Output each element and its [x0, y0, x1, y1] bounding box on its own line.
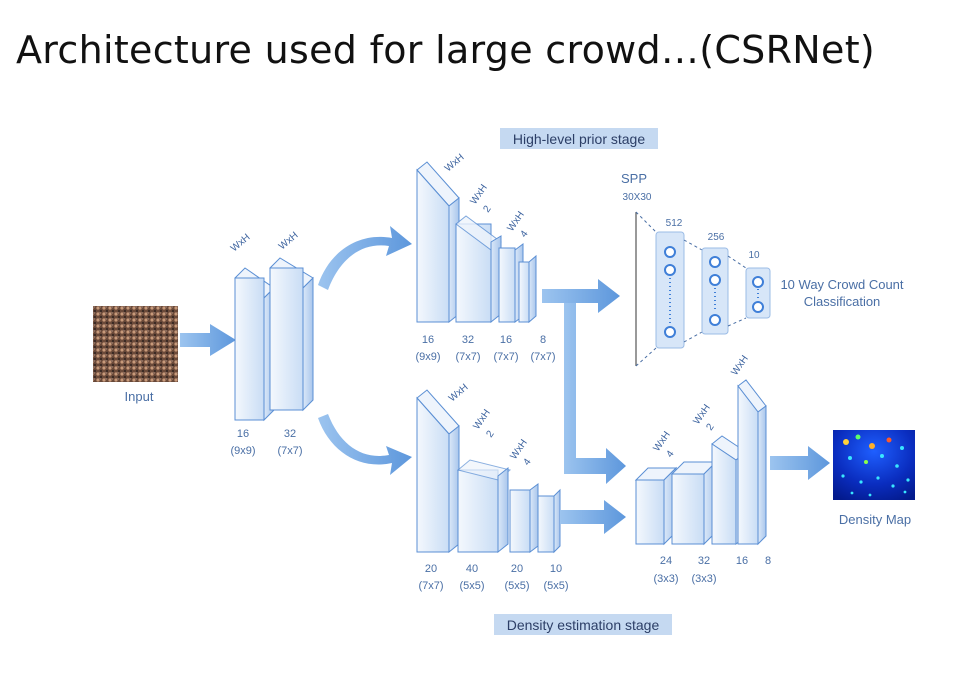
fusion-kernel-2: (3x3) — [691, 573, 716, 585]
density-wxh-label-2: WxH — [471, 408, 492, 432]
spp-dash-top — [635, 211, 657, 233]
fusion-quarter-label-1: 4 — [664, 448, 676, 459]
fusion-filter-4: 8 — [765, 555, 771, 567]
input-crowd-image — [93, 306, 178, 382]
density-stage-label: Density estimation stage — [507, 617, 660, 633]
high-quarter-label-3: 4 — [518, 228, 530, 239]
density-filter-3: 20 — [511, 563, 523, 575]
density-filter-1: 20 — [425, 563, 437, 575]
spp-label: SPP — [621, 171, 647, 186]
density-stage-highlight — [494, 614, 672, 635]
density-branch-block-3 — [509, 483, 539, 553]
density-wxh-label-3: WxH — [508, 438, 529, 462]
high-wxh-label-3: WxH — [505, 210, 526, 234]
shared-kernel-1: (9x9) — [230, 445, 255, 457]
fc-layer-256 — [701, 247, 729, 335]
high-to-spp-arrow — [542, 279, 620, 313]
density-filter-4: 10 — [550, 563, 562, 575]
fusion-filter-3: 16 — [736, 555, 748, 567]
curved-arrow-to-high-branch — [318, 226, 412, 290]
density-to-fusion-arrow — [560, 500, 626, 534]
high-level-stage-highlight — [500, 128, 658, 149]
density-map-label: Density Map — [839, 512, 911, 527]
fc-layer-512 — [655, 231, 685, 349]
high-filter-4: 8 — [540, 334, 546, 346]
curved-arrow-to-density-branch — [318, 414, 412, 475]
fusion-block-2 — [670, 460, 718, 546]
fusion-filter-2: 32 — [698, 555, 710, 567]
shared-kernel-2: (7x7) — [277, 445, 302, 457]
fc-512-label: 512 — [666, 218, 683, 229]
fusion-kernel-1: (3x3) — [653, 573, 678, 585]
spp-dash-bottom — [635, 347, 657, 367]
shared-wxh-label-2: WxH — [277, 230, 301, 252]
high-to-fusion-arrow — [564, 303, 626, 484]
high-branch-block-4 — [518, 254, 537, 324]
input-label: Input — [125, 389, 154, 404]
fusion-block-1 — [634, 466, 678, 546]
density-map-image — [833, 430, 915, 500]
output-arrow — [770, 446, 830, 480]
shared-conv-block-1 — [234, 267, 275, 422]
density-kernel-4: (5x5) — [543, 580, 568, 592]
shared-wxh-label-1: WxH — [229, 232, 253, 254]
high-wxh-label-2: WxH — [468, 183, 489, 207]
shared-filter-2: 32 — [284, 428, 296, 440]
slide-title: Architecture used for large crowd…(CSRNe… — [16, 28, 876, 72]
fusion-filter-1: 24 — [660, 555, 672, 567]
high-filter-3: 16 — [500, 334, 512, 346]
input-arrow — [180, 324, 236, 356]
density-kernel-2: (5x5) — [459, 580, 484, 592]
fc-10-label: 10 — [748, 250, 760, 261]
shared-conv-block-2 — [269, 257, 314, 412]
fusion-wxh-label-1: WxH — [651, 430, 672, 454]
density-kernel-1: (7x7) — [418, 580, 443, 592]
density-branch-block-2 — [456, 459, 512, 554]
density-filter-2: 40 — [466, 563, 478, 575]
density-wxh-label-1: WxH — [447, 382, 471, 404]
fc-layer-10 — [745, 267, 771, 319]
fusion-block-4 — [737, 379, 767, 546]
high-half-label-2: 2 — [481, 203, 493, 214]
high-branch-block-1 — [416, 161, 460, 324]
high-filter-1: 16 — [422, 334, 434, 346]
fusion-half-label-2: 2 — [704, 421, 716, 432]
fc-256-label: 256 — [708, 232, 725, 243]
classification-label-line2: Classification — [804, 294, 881, 309]
fusion-wxh-label-2: WxH — [691, 403, 712, 427]
high-kernel-1: (9x9) — [415, 351, 440, 363]
spp-size-label: 30X30 — [623, 192, 652, 203]
high-kernel-2: (7x7) — [455, 351, 480, 363]
high-kernel-4: (7x7) — [530, 351, 555, 363]
high-level-stage-label: High-level prior stage — [513, 131, 645, 147]
density-kernel-3: (5x5) — [504, 580, 529, 592]
high-filter-2: 32 — [462, 334, 474, 346]
density-quarter-label-3: 4 — [521, 456, 533, 467]
density-branch-block-1 — [416, 389, 460, 554]
high-wxh-label-1: WxH — [443, 152, 467, 174]
density-half-label-2: 2 — [484, 428, 496, 439]
high-branch-block-2 — [455, 215, 502, 324]
high-kernel-3: (7x7) — [493, 351, 518, 363]
density-branch-block-4 — [537, 488, 561, 554]
classification-label-line1: 10 Way Crowd Count — [780, 277, 903, 292]
fusion-wxh-label-3: WxH — [729, 354, 750, 378]
shared-filter-1: 16 — [237, 428, 249, 440]
